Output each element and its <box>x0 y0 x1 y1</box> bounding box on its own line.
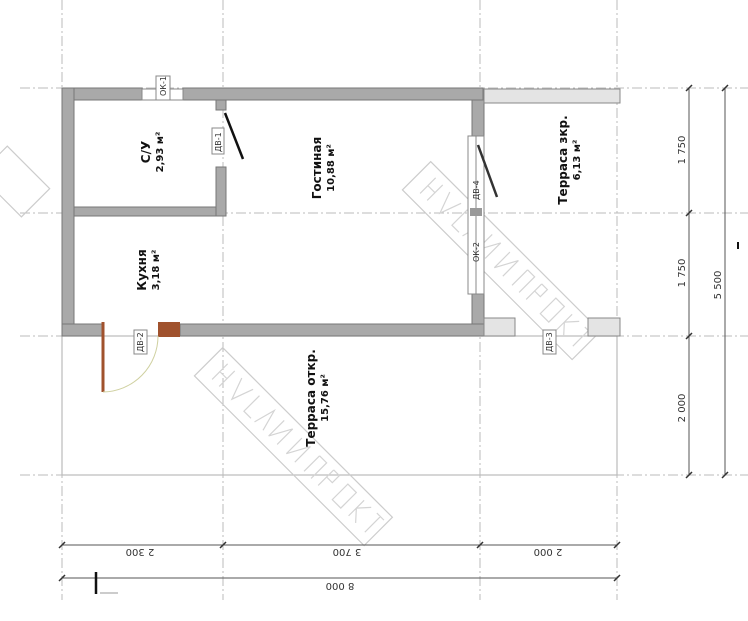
dimension-label: 3 700 <box>333 546 362 557</box>
room-area: 3,18 м² <box>151 250 162 291</box>
dimension-label: 1 750 <box>677 136 688 165</box>
room-name: С/У <box>139 141 153 163</box>
door-dv2-label: ДВ-2 <box>136 332 145 352</box>
window-ok1-label: ОК-1 <box>159 76 168 96</box>
watermark-fragment <box>0 145 51 218</box>
dimension-label: 1 750 <box>677 259 688 288</box>
dimension-label: 2 300 <box>126 546 155 557</box>
room-name: Гостиная <box>310 137 324 199</box>
room-name: Терраса зкр. <box>556 115 570 204</box>
room-bathroom: С/У 2,93 м² <box>139 132 166 173</box>
door-dv2: ДВ-2 <box>101 322 159 393</box>
vertical-dimensions: 1 750 1 750 2 000 5 500 <box>677 84 739 479</box>
open-terrace-outline <box>61 335 618 476</box>
room-name: Терраса откр. <box>304 349 318 446</box>
room-open-terrace: Терраса откр. 15,76 м² <box>304 349 331 446</box>
room-area: 10,88 м² <box>326 144 337 192</box>
watermark <box>193 346 394 547</box>
window-ok2-label: ОК-2 <box>472 242 481 262</box>
door-dv1: ДВ-1 <box>211 112 245 160</box>
room-area: 2,93 м² <box>155 132 166 173</box>
door-dv1-label: ДВ-1 <box>214 132 223 152</box>
walls <box>61 87 621 337</box>
dimension-label: 2 000 <box>534 546 563 557</box>
dimension-total-label: 5 500 <box>713 271 724 300</box>
door-dv3: ДВ-3 <box>542 329 557 355</box>
room-area: 6,13 м² <box>572 140 583 181</box>
room-closed-terrace: Терраса зкр. 6,13 м² <box>556 115 583 204</box>
room-living: Гостиная 10,88 м² <box>310 137 337 199</box>
door-dv3-label: ДВ-3 <box>545 332 554 352</box>
window-ok1: ОК-1 <box>141 75 184 101</box>
window-ok2-door-dv4: ДВ-4 ОК-2 <box>467 135 499 295</box>
horizontal-dimensions: 2 300 3 700 2 000 8 000 <box>58 541 621 594</box>
door-dv4-label: ДВ-4 <box>472 180 481 200</box>
dimension-total-label: 8 000 <box>326 580 355 591</box>
room-name: Кухня <box>135 249 149 290</box>
room-area: 15,76 м² <box>320 374 331 422</box>
room-kitchen: Кухня 3,18 м² <box>135 249 162 290</box>
dimension-label: 2 000 <box>677 394 688 423</box>
